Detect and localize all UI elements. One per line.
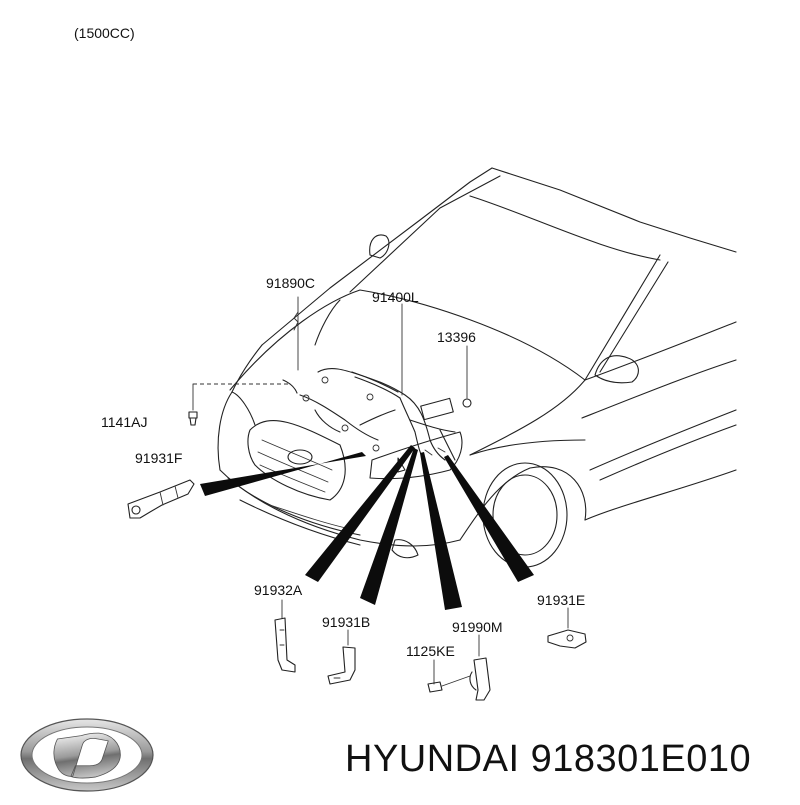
part-label-1125ke: 1125KE xyxy=(406,643,455,659)
part-91931e-clip xyxy=(547,629,587,649)
part-label-91932a: 91932A xyxy=(254,582,303,598)
part-91931b-bracket xyxy=(327,646,356,685)
engine-label: (1500CC) xyxy=(74,25,135,41)
part-label-1141aj: 1141AJ xyxy=(101,414,147,430)
part-label-91931e: 91931E xyxy=(537,592,585,608)
part-label-91931b: 91931B xyxy=(322,614,370,630)
wiring-harness xyxy=(282,368,472,473)
part-labels: 91890C 91400L 13396 1141AJ 91931F 91932A… xyxy=(101,275,585,659)
part-1141aj-bolt xyxy=(188,411,198,426)
brand-part-number: HYUNDAI 918301E010 xyxy=(345,738,752,780)
pointer-wedges xyxy=(200,445,534,610)
leader-lines xyxy=(192,296,569,685)
car-outline xyxy=(217,167,737,568)
part-label-13396: 13396 xyxy=(437,329,476,345)
part-91931f-bracket xyxy=(127,479,195,519)
part-label-91400l: 91400L xyxy=(372,289,419,305)
part-label-91990m: 91990M xyxy=(452,619,503,635)
part-91990m-bracket xyxy=(469,657,491,701)
part-1125ke-bolt xyxy=(427,675,471,693)
hyundai-logo-icon xyxy=(20,718,154,792)
part-label-91931f: 91931F xyxy=(135,450,182,466)
part-91932a-bracket xyxy=(274,617,296,673)
part-label-91890c: 91890C xyxy=(266,275,315,291)
